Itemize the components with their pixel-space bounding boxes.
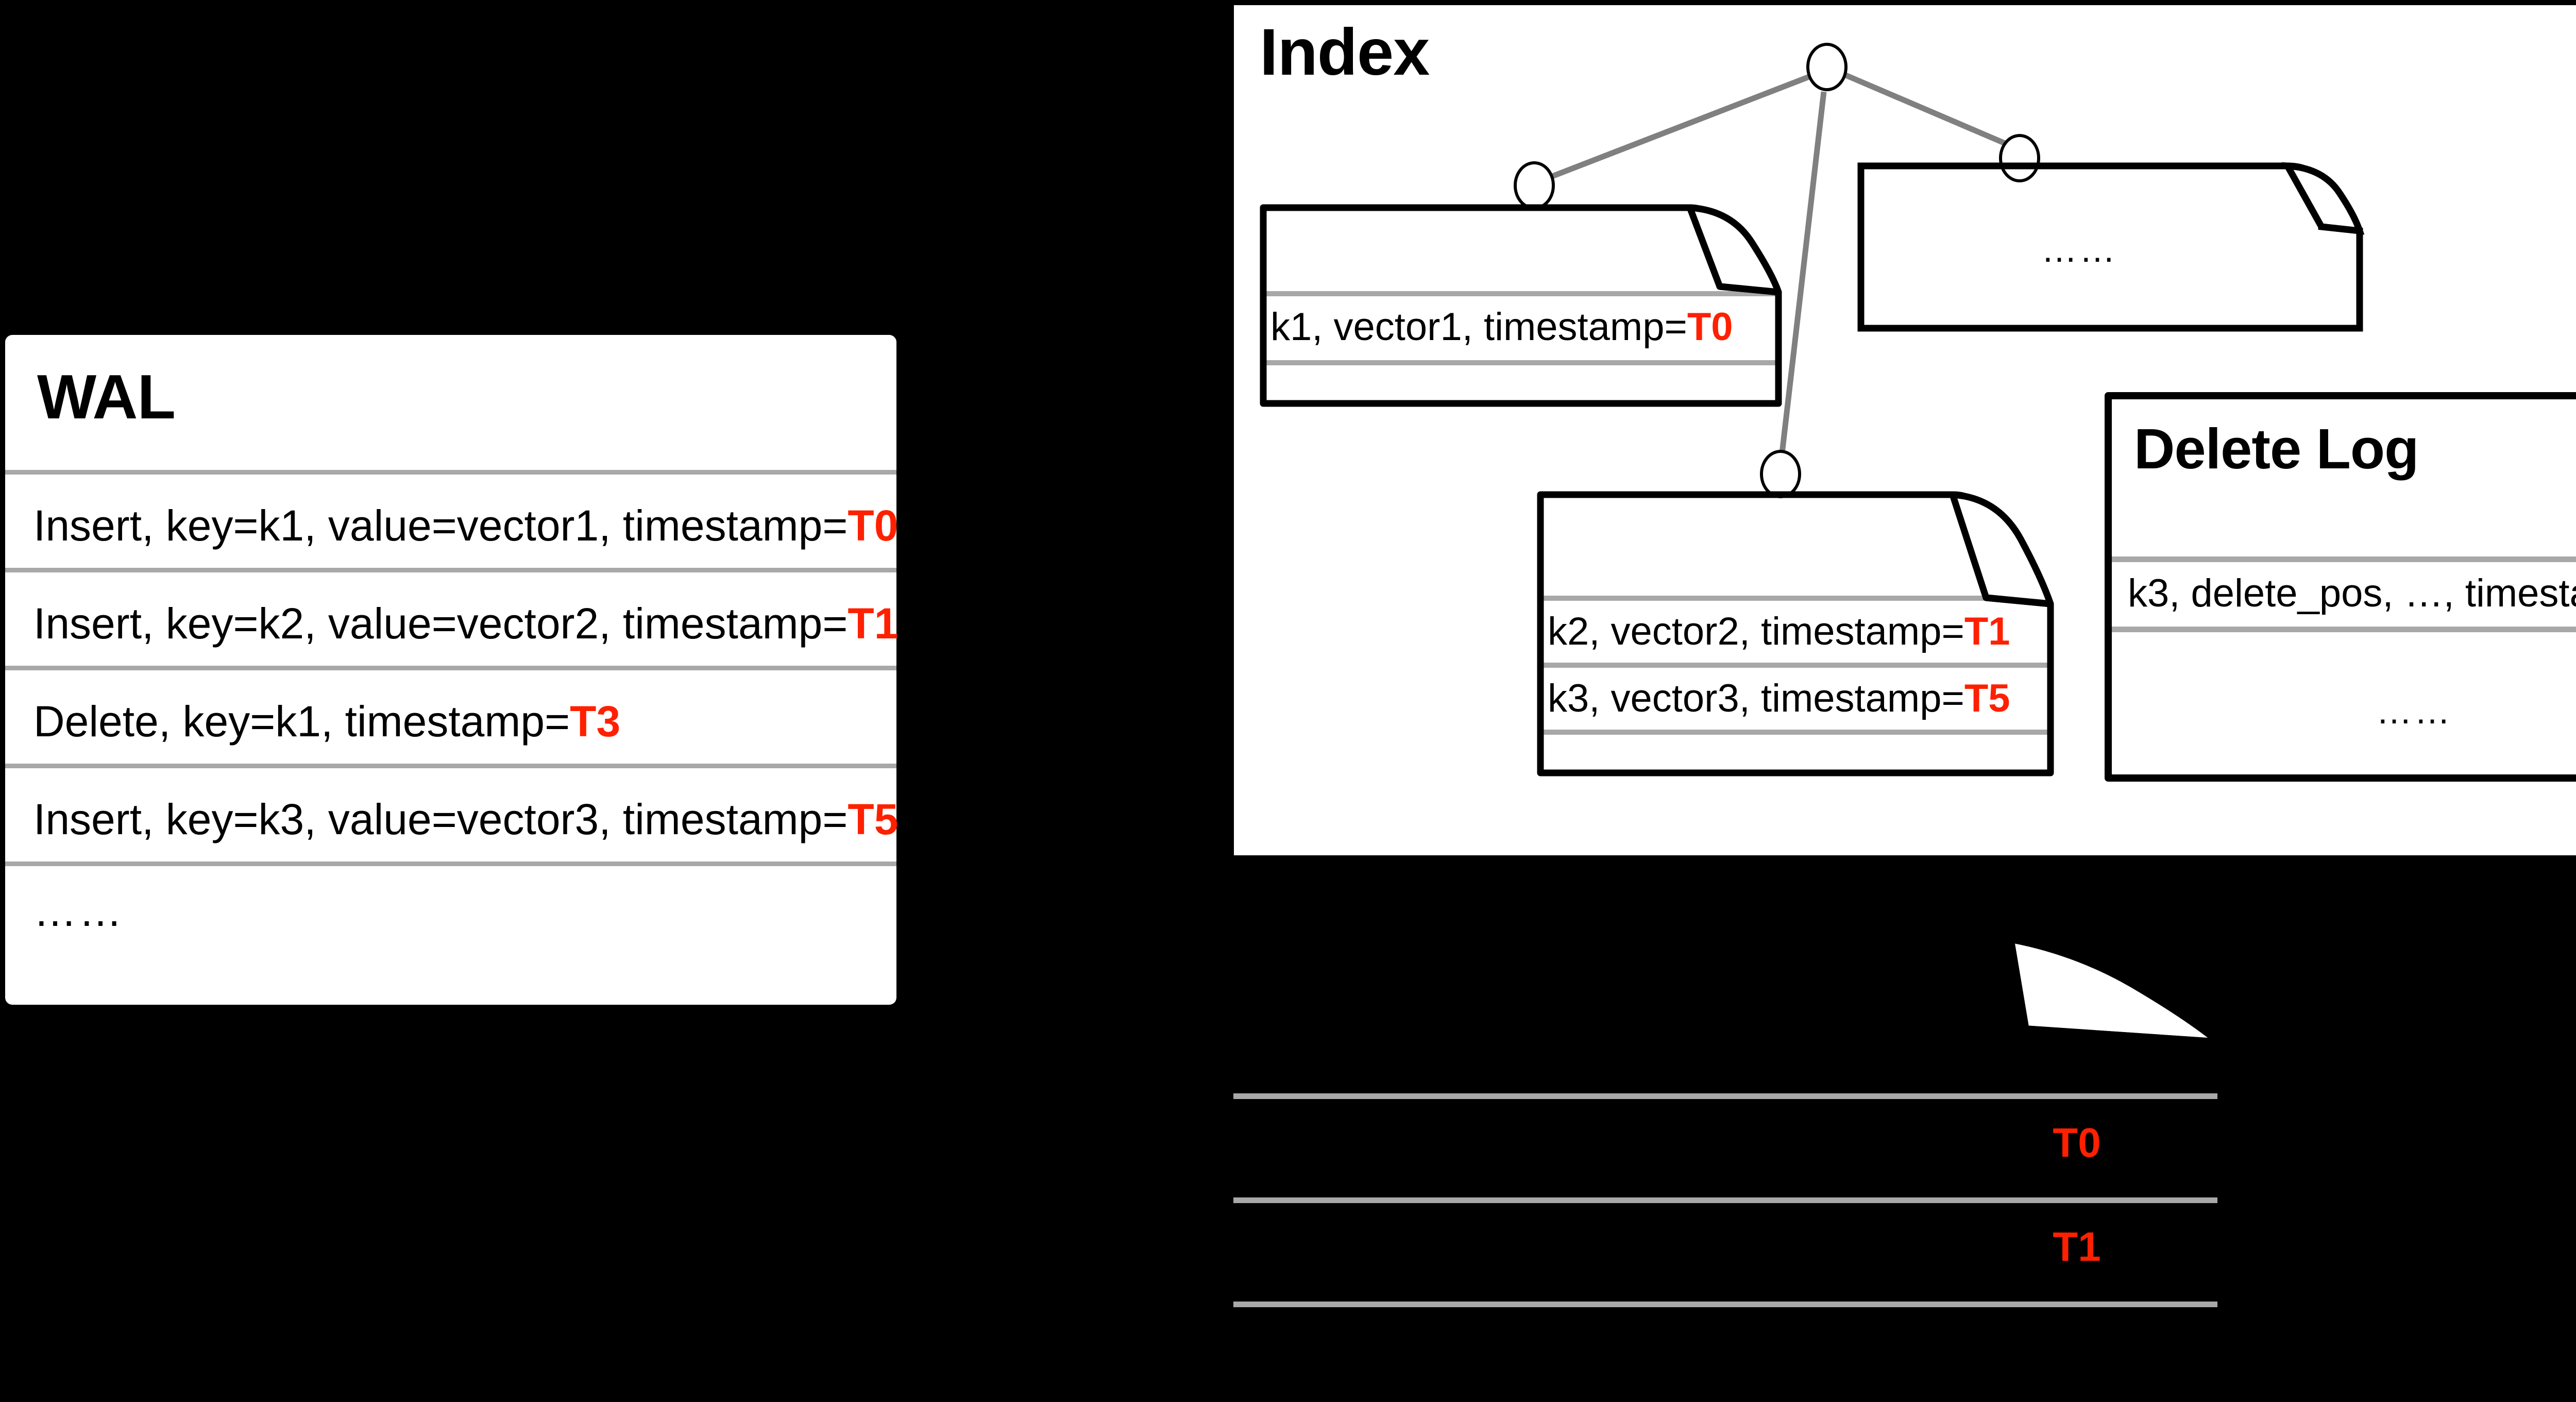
wal-row-2-timestamp: T3 (570, 697, 621, 746)
wal-row-3-text: Insert, key=k3, value=vector3, timestamp… (33, 795, 848, 843)
bin-log-row-0-text: Op=Insert, execution_time=3,…,timestamp= (1245, 1120, 2053, 1165)
leaf-k2k3-row-0-timestamp: T1 (1964, 610, 2010, 653)
leaf-k1-row-0-timestamp: T0 (1687, 305, 1733, 349)
leaf-k1-row-0-text: k1, vector1, timestamp= (1270, 305, 1687, 349)
wal-row-2: Delete, key=k1, timestamp=T3 (33, 697, 620, 747)
delete-log-separator (2108, 627, 2576, 632)
leaf-k2k3-separator (1540, 730, 2050, 735)
bin-log-title: Bin Log (1245, 961, 1476, 1032)
wal-row-0-text: Insert, key=k1, value=vector1, timestamp… (33, 501, 848, 550)
bin-log-row-0: Op=Insert, execution_time=3,…,timestamp=… (1245, 1119, 2101, 1167)
index-leaf-k1: k1, vector1, timestamp=T0 …… (1263, 208, 1778, 412)
delete-log-row-0: k3, delete_pos, …, timestamp=T3 (2128, 571, 2576, 616)
wal-row-1: Insert, key=k2, value=vector2, timestamp… (33, 599, 898, 649)
leaf-k1-separator (1263, 291, 1778, 296)
bin-log-row-1-text: Op=Insert, execution_time=5,…,timestamp= (1245, 1224, 2053, 1270)
wal-row-0: Insert, key=k1, value=vector1, timestamp… (33, 501, 898, 551)
wal-row-1-text: Insert, key=k2, value=vector2, timestamp… (33, 599, 848, 648)
wal-separator (5, 764, 896, 768)
bin-log-panel: Bin Log Op=Insert, execution_time=3,…,ti… (1229, 938, 2223, 1402)
bin-log-separator (1229, 1302, 2223, 1307)
delete-log-separator (2108, 556, 2576, 562)
wal-separator (5, 568, 896, 572)
leaf-k2k3-row-1-timestamp: T5 (1964, 677, 2010, 720)
delete-log-title: Delete Log (2134, 417, 2419, 481)
bin-log-row-1: Op=Insert, execution_time=5,…,timestamp=… (1245, 1223, 2101, 1271)
wal-ellipsis: …… (33, 887, 124, 935)
leaf-k2k3-separator (1540, 663, 2050, 668)
leaf-k2k3-separator (1540, 596, 2050, 601)
wal-title: WAL (37, 362, 176, 432)
wal-separator (5, 862, 896, 866)
leaf-k1-separator (1263, 360, 1778, 365)
bin-log-separator (1229, 1093, 2223, 1099)
wal-row-1-timestamp: T1 (848, 599, 899, 648)
index-leaf-k2k3: k2, vector2, timestamp=T1 k3, vector3, t… (1540, 495, 2050, 782)
leaf-k2k3-row-0: k2, vector2, timestamp=T1 (1548, 609, 2010, 654)
leaf-right-ellipsis: …… (2041, 229, 2117, 269)
wal-row-3: Insert, key=k3, value=vector3, timestamp… (33, 795, 898, 844)
leaf-k2k3-ellipsis: …… (1726, 741, 1802, 782)
wal-panel: WAL Insert, key=k1, value=vector1, times… (5, 335, 898, 1005)
index-leaf-right: …… (1861, 166, 2361, 328)
wal-row-3-timestamp: T5 (848, 795, 899, 843)
delete-log-row-0-text: k3, delete_pos, …, timestamp= (2128, 571, 2576, 615)
leaf-k1-row-0: k1, vector1, timestamp=T0 (1270, 305, 1733, 349)
wal-separator (5, 666, 896, 670)
delete-log-panel: Delete Log k3, delete_pos, …, timestamp=… (2108, 396, 2576, 778)
leaf-k1-ellipsis: …… (1454, 372, 1530, 412)
bin-log-row-0-timestamp: T0 (2053, 1120, 2101, 1165)
leaf-k2k3-row-1-text: k3, vector3, timestamp= (1548, 677, 1964, 720)
delete-log-ellipsis: …… (2376, 691, 2452, 731)
leaf-k2k3-row-1: k3, vector3, timestamp=T5 (1548, 676, 2010, 721)
wal-row-0-timestamp: T0 (848, 501, 899, 550)
wal-row-2-text: Delete, key=k1, timestamp= (33, 697, 570, 746)
bin-log-ellipsis: …… (1245, 1334, 1332, 1380)
leaf-k2k3-row-0-text: k2, vector2, timestamp= (1548, 610, 1964, 653)
index-title: Index (1260, 15, 1430, 89)
bin-log-separator (1229, 1197, 2223, 1203)
wal-separator (5, 470, 896, 475)
bin-log-row-1-timestamp: T1 (2053, 1224, 2101, 1270)
